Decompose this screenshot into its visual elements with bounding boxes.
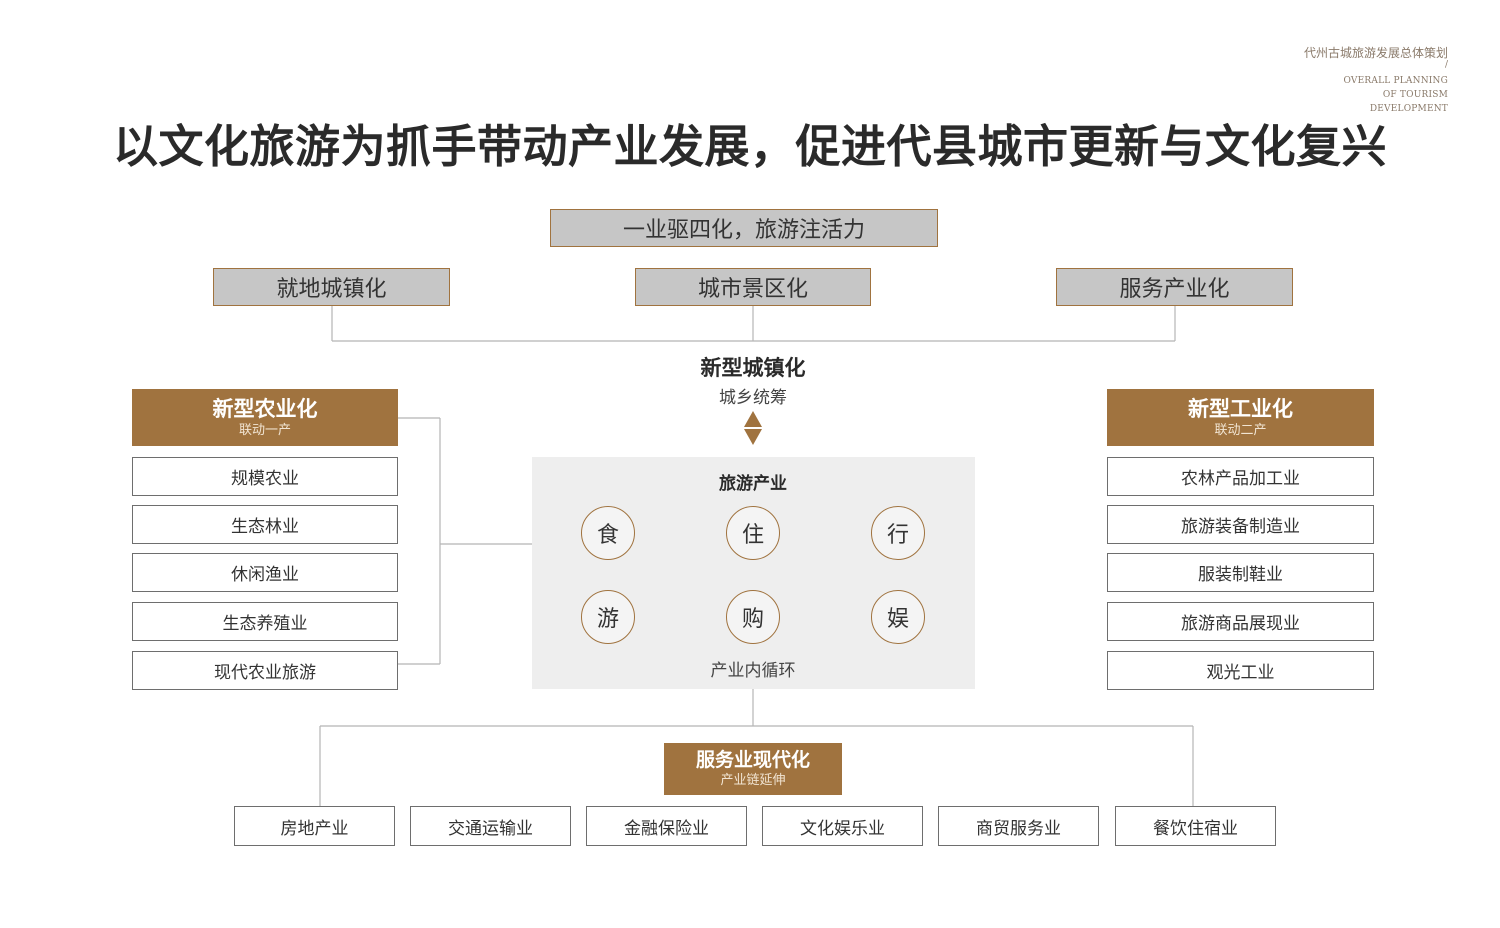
brand-en-line: OVERALL PLANNING: [1343, 76, 1448, 86]
industry-header: 新型工业化 联动二产: [1107, 389, 1374, 446]
brand-en-line: DEVELOPMENT: [1369, 104, 1448, 114]
services-header: 服务业现代化 产业链延伸: [664, 743, 842, 795]
element-lodging: 住: [726, 506, 780, 560]
agriculture-header: 新型农业化 联动一产: [132, 389, 398, 446]
element-travel: 行: [871, 506, 925, 560]
urbanization-title: 新型城镇化: [700, 356, 806, 380]
service-item: 金融保险业: [586, 806, 747, 846]
agriculture-subtitle: 联动一产: [238, 422, 291, 438]
service-item: 房地产业: [234, 806, 395, 846]
agriculture-item: 休闲渔业: [132, 553, 398, 592]
element-food: 食: [581, 506, 635, 560]
element-entertainment: 娱: [871, 590, 925, 644]
services-subtitle: 产业链延伸: [720, 773, 786, 788]
box-city-scenic: 城市景区化: [635, 268, 871, 306]
industry-title: 新型工业化: [1188, 396, 1293, 421]
agriculture-item: 现代农业旅游: [132, 651, 398, 690]
top-box: 一业驱四化，旅游注活力: [550, 209, 938, 247]
tourism-footer: 产业内循环: [710, 661, 796, 681]
page-title: 以文化旅游为抓手带动产业发展，促进代县城市更新与文化复兴: [112, 120, 1387, 173]
brand-separator: /: [1444, 60, 1448, 70]
element-sightseeing: 游: [581, 590, 635, 644]
agriculture-item: 生态林业: [132, 505, 398, 544]
service-item: 餐饮住宿业: [1115, 806, 1276, 846]
industry-item: 旅游装备制造业: [1107, 505, 1374, 544]
industry-item: 观光工业: [1107, 651, 1374, 690]
service-item: 文化娱乐业: [762, 806, 923, 846]
box-local-urbanization: 就地城镇化: [213, 268, 450, 306]
agriculture-item: 规模农业: [132, 457, 398, 496]
tourism-title: 旅游产业: [719, 474, 787, 494]
agriculture-item: 生态养殖业: [132, 602, 398, 641]
service-item: 交通运输业: [410, 806, 571, 846]
agriculture-title: 新型农业化: [212, 396, 318, 421]
industry-subtitle: 联动二产: [1214, 422, 1267, 438]
arrow-up-icon: [744, 411, 762, 427]
service-item: 商贸服务业: [938, 806, 1099, 846]
brand-title-cn: 代州古城旅游发展总体策划: [1303, 46, 1448, 60]
arrow-down-icon: [744, 429, 762, 445]
industry-item: 农林产品加工业: [1107, 457, 1374, 496]
element-shopping: 购: [726, 590, 780, 644]
urbanization-subtitle: 城乡统筹: [719, 388, 787, 408]
industry-item: 服装制鞋业: [1107, 553, 1374, 592]
box-service-industrialization: 服务产业化: [1056, 268, 1293, 306]
industry-item: 旅游商品展现业: [1107, 602, 1374, 641]
services-title: 服务业现代化: [695, 749, 810, 771]
tourism-panel: [532, 457, 975, 689]
brand-title-en: OVERALL PLANNING OF TOURISM DEVELOPMENT: [1344, 74, 1448, 116]
brand-en-line: OF TOURISM: [1382, 90, 1448, 100]
